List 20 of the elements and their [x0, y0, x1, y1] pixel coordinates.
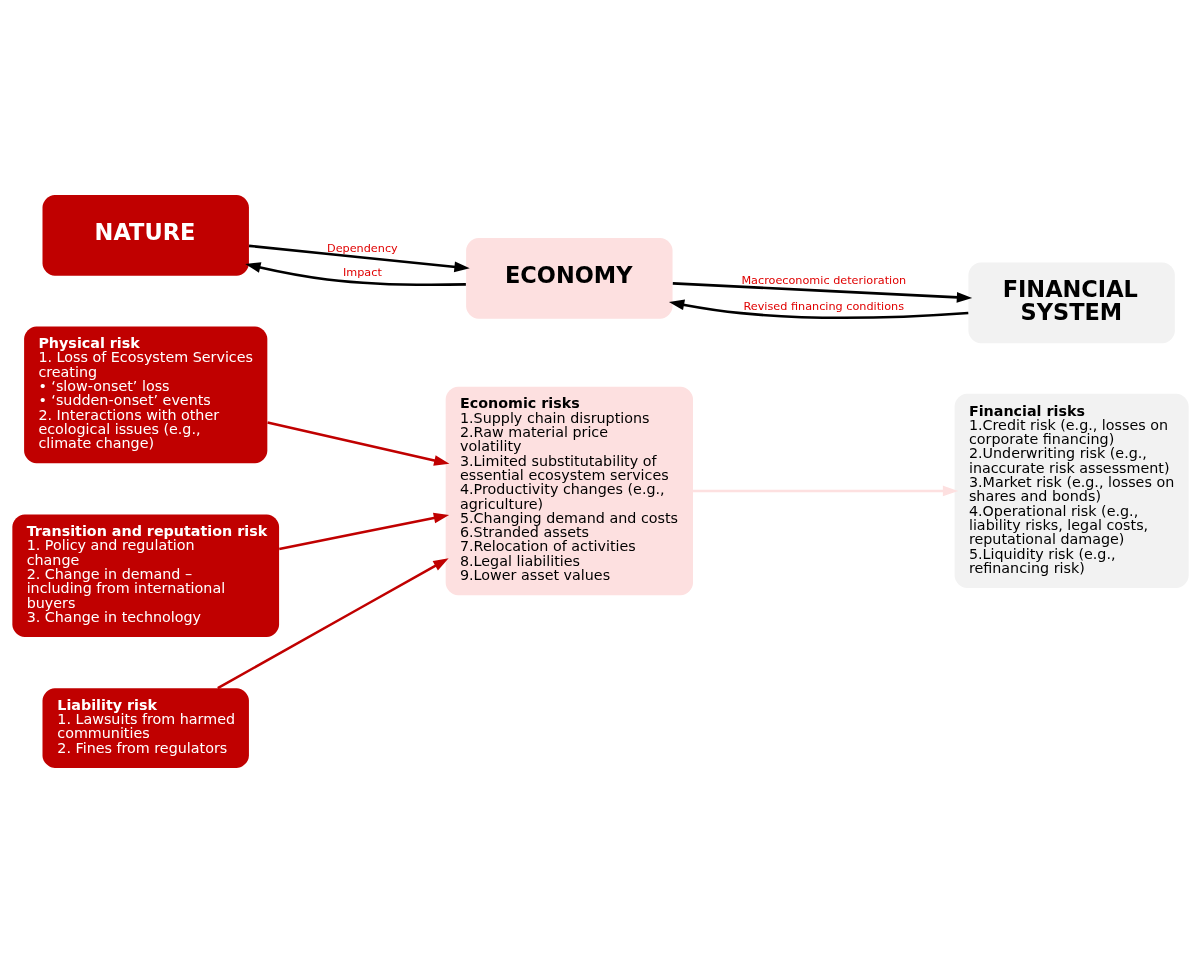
- node-box: ECONOMY: [466, 237, 673, 319]
- arrow: [693, 485, 959, 496]
- arrow: [279, 512, 450, 550]
- arrow: [672, 281, 973, 303]
- edge-label: Impact: [342, 265, 382, 279]
- edge-label: Macroeconomic deterioration: [741, 273, 907, 287]
- node-box: NATURE: [42, 194, 249, 276]
- edge-label: Dependency: [327, 241, 398, 255]
- node-box: Physical risk 1. Loss of Ecosystem Services creating • ‘slow-onset’ loss • ‘sudden-onset’ events 2. Interactions with other ecological issues (e.g., climate change): [24, 325, 268, 463]
- edge-label: Revised financing conditions: [743, 299, 905, 313]
- arrow: [245, 261, 466, 286]
- arrow: [668, 299, 969, 319]
- node-box: Transition and reputation risk 1. Policy and regulation change 2. Change in demand – including from international buyers 3. Change in technology: [12, 513, 280, 637]
- arrow: [267, 420, 450, 466]
- node-box: Liability risk 1. Lawsuits from harmed communities 2. Fines from regulators: [42, 687, 249, 768]
- arrow: [217, 557, 449, 689]
- node-box: FINANCIAL SYSTEM: [968, 262, 1175, 343]
- arrow: [248, 244, 470, 272]
- node-box: Economic risks 1.Supply chain disruptions 2.Raw material price volatility 3.Limited substitutability of essential ecosystem services 4.Productivity changes (e.g., agriculture) 5.Changing demand and costs 6.Stranded assets 7.Relocation of activities 8.Legal liabilities 9.Lower asset values: [445, 386, 693, 595]
- node-box: Financial risks 1.Credit risk (e.g., losses on corporate financing) 2.Underwriting risk (e.g., inaccurate risk assessment) 3.Market risk (e.g., losses on shares and bonds) 4.Operational risk (e.g., liability risks, legal costs, reputational damage) 5.Liquidity risk (e.g., refinancing risk): [954, 393, 1189, 588]
